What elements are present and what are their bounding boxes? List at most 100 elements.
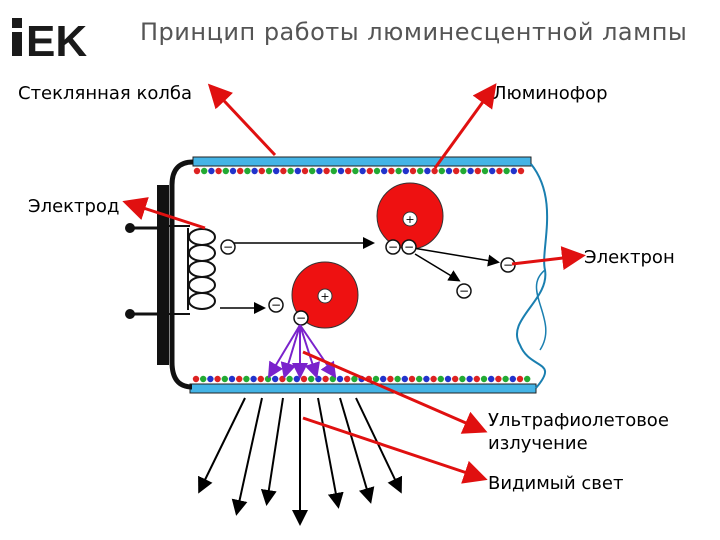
label-glass-bulb: Стеклянная колба xyxy=(18,83,192,104)
minus-sign: − xyxy=(271,298,281,312)
phosphor-dot xyxy=(322,375,329,383)
phosphor-dot xyxy=(372,375,380,383)
phosphor-dot xyxy=(380,375,387,383)
tube-bottom-glass xyxy=(189,383,537,394)
phosphor-dot xyxy=(329,375,336,383)
phosphor-dot xyxy=(481,167,489,175)
phosphor-dot xyxy=(300,375,308,383)
phosphor-dot xyxy=(193,167,201,175)
phosphor-dot xyxy=(467,167,474,175)
minus-sign: − xyxy=(223,240,233,254)
plus-sign-top: + xyxy=(405,213,414,226)
phosphor-dot xyxy=(401,375,408,383)
phosphor-dot xyxy=(444,375,452,383)
electron-path xyxy=(414,253,461,282)
phosphor-dot xyxy=(214,375,221,383)
phosphor-dot xyxy=(345,167,352,175)
label-uv-line1: Ультрафиолетовое xyxy=(488,410,669,431)
phosphor-dot xyxy=(287,167,294,175)
phosphor-dot xyxy=(488,375,495,383)
phosphor-dot xyxy=(222,167,229,175)
phosphor-dot xyxy=(280,167,287,175)
phosphor-dot xyxy=(394,375,401,383)
svg-text:EK: EK xyxy=(26,17,87,60)
phosphor-dot xyxy=(452,375,459,383)
phosphor-dot xyxy=(315,375,322,383)
phosphor-dot xyxy=(437,375,444,383)
phosphor-dot xyxy=(387,375,394,383)
phosphor-dot xyxy=(265,167,273,175)
uv-rays xyxy=(267,324,337,379)
phosphor-dot xyxy=(352,167,359,175)
phosphor-dot xyxy=(495,375,502,383)
minus-sign: − xyxy=(296,311,306,325)
phosphor-dot xyxy=(258,167,265,175)
electron xyxy=(220,239,236,255)
page-title: Принцип работы люминесцентной лампы xyxy=(140,18,688,46)
phosphor-dot xyxy=(301,167,309,175)
plus-sign-bottom: + xyxy=(320,290,329,303)
phosphor-dot xyxy=(466,375,473,383)
phosphor-dot xyxy=(489,167,496,175)
phosphor-dot xyxy=(480,375,488,383)
phosphor-dot xyxy=(207,375,214,383)
phosphor-dot xyxy=(200,375,207,383)
phosphor-dot xyxy=(408,375,416,383)
phosphor-dot xyxy=(336,375,344,383)
phosphor-dot xyxy=(496,167,503,175)
phosphor-dot xyxy=(366,167,373,175)
electron xyxy=(456,283,472,299)
phosphor-dot xyxy=(243,375,250,383)
electron xyxy=(385,239,401,255)
arrow-electron xyxy=(511,246,586,271)
tube-right-end xyxy=(516,163,549,389)
phosphor-dot xyxy=(423,375,430,383)
tube-left-end xyxy=(169,159,194,390)
phosphor-dot xyxy=(323,167,330,175)
phosphor-dot xyxy=(474,167,481,175)
phosphor-layer-top xyxy=(193,167,525,175)
phosphor-dot xyxy=(337,167,345,175)
label-electrode: Электрод xyxy=(28,196,120,217)
minus-sign: − xyxy=(503,258,513,272)
phosphor-dot xyxy=(431,167,438,175)
phosphor-dot xyxy=(424,167,431,175)
nucleus-bottom xyxy=(317,288,333,304)
phosphor-dot xyxy=(309,167,316,175)
phosphor-dot xyxy=(473,375,480,383)
phosphor-dot xyxy=(228,375,236,383)
phosphor-dot xyxy=(236,375,243,383)
phosphor-dot xyxy=(503,167,510,175)
phosphor-dot xyxy=(250,375,257,383)
tube-top-glass xyxy=(192,156,532,167)
phosphor-dot xyxy=(524,375,531,383)
electron-path xyxy=(412,247,500,267)
phosphor-dot xyxy=(509,375,516,383)
arrow-uv xyxy=(302,350,488,434)
phosphor-dot xyxy=(510,167,517,175)
phosphor-dot xyxy=(316,167,323,175)
arrow-glass xyxy=(207,83,277,157)
iek-logo: EK xyxy=(10,12,100,66)
electrons: −−−−−−− xyxy=(220,239,516,326)
arrow-phosphor xyxy=(433,83,497,169)
minus-sign: − xyxy=(459,284,469,298)
label-electron: Электрон xyxy=(584,247,675,268)
electrode-base xyxy=(157,185,169,365)
phosphor-dot xyxy=(279,375,286,383)
phosphor-dot xyxy=(272,375,279,383)
phosphor-dot xyxy=(359,167,366,175)
phosphor-dot xyxy=(460,167,467,175)
phosphor-dot xyxy=(286,375,293,383)
label-uv-line2: излучение xyxy=(488,433,588,454)
phosphor-dot xyxy=(251,167,258,175)
electrode-coil xyxy=(187,228,216,310)
visible-light-rays xyxy=(198,397,403,526)
phosphor-dot xyxy=(373,167,381,175)
phosphor-dot xyxy=(294,167,301,175)
phosphor-dot xyxy=(430,375,437,383)
phosphor-dot xyxy=(330,167,337,175)
phosphor-dot xyxy=(344,375,351,383)
phosphor-dot xyxy=(221,375,228,383)
